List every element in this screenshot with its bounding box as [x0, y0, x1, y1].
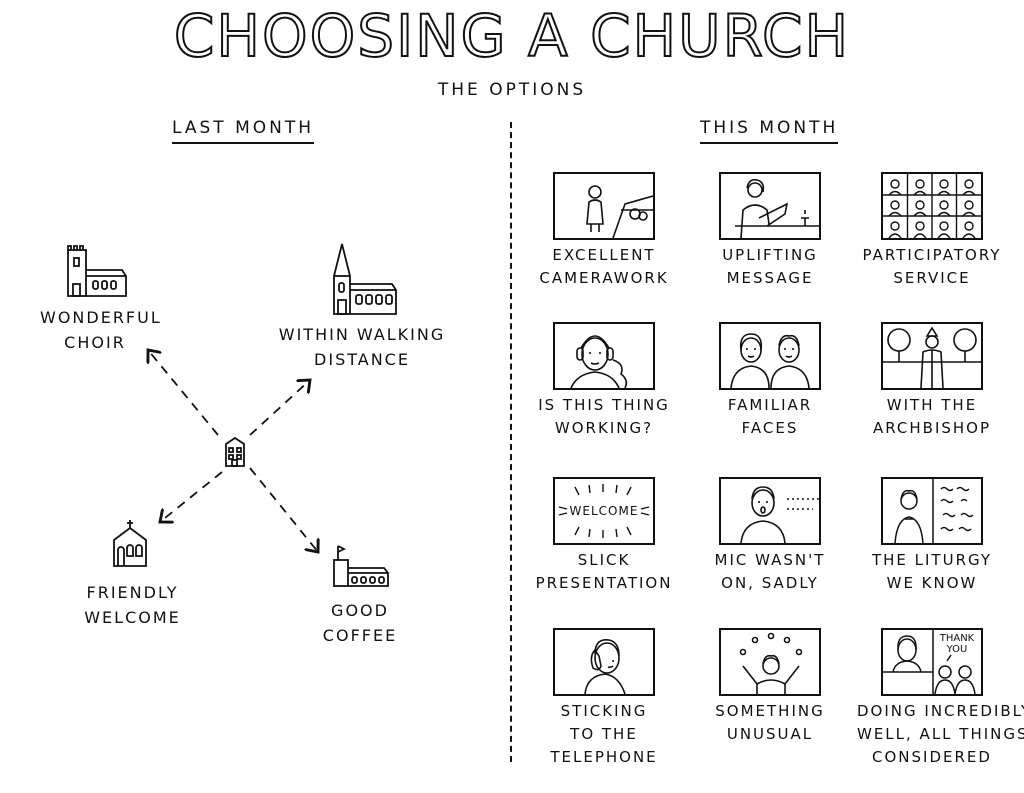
camerawork-frame-icon [553, 172, 655, 240]
thank-you-frame-icon: THANK YOU [881, 628, 983, 696]
archbishop-frame-icon [881, 322, 983, 390]
church-spire-icon [333, 243, 397, 315]
headset-frame-icon [553, 322, 655, 390]
svg-text:WELCOME: WELCOME [570, 504, 639, 518]
telephone-frame-icon [553, 628, 655, 696]
arrow-to-choir [148, 350, 219, 436]
svg-text:THANK: THANK [939, 633, 975, 644]
home-icon [225, 436, 245, 467]
church-tower-icon [67, 245, 127, 297]
this-month-heading: THIS MONTH [700, 118, 839, 144]
svg-text:YOU: YOU [946, 644, 968, 655]
section-divider [510, 122, 512, 762]
last-month-heading: LAST MONTH [172, 118, 315, 144]
arrow-to-walking [249, 380, 310, 436]
two-faces-icon [719, 322, 821, 390]
page-title: CHOOSING A CHURCH [173, 1, 851, 71]
church-flag-icon [333, 545, 389, 587]
destination-label-choir: WONDERFUL CHOIR [40, 308, 162, 352]
destination-label-welcome: FRIENDLY WELCOME [84, 583, 181, 627]
welcome-slide-icon: WELCOME [553, 477, 655, 545]
destination-label-coffee: GOOD COFFEE [322, 601, 398, 645]
juggler-frame-icon [719, 628, 821, 696]
arrow-to-coffee [249, 467, 318, 552]
page-subtitle: THE OPTIONS [437, 80, 587, 100]
message-frame-icon [719, 172, 821, 240]
destination-label-walking: WITHIN WALKING DISTANCE [278, 325, 446, 369]
muted-speaker-icon [719, 477, 821, 545]
chapel-icon [113, 520, 147, 567]
arrow-to-welcome [160, 471, 223, 522]
liturgy-frame-icon [881, 477, 983, 545]
video-grid-icon [881, 172, 983, 240]
last-month-map [67, 243, 397, 587]
